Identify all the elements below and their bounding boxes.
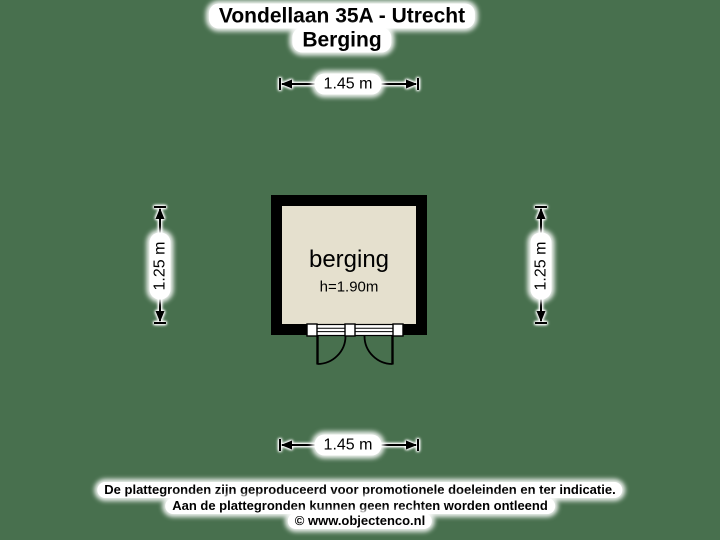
room-name-label: berging	[308, 246, 390, 273]
room-interior	[282, 206, 416, 324]
footer-copyright: © www.objectenco.nl	[287, 513, 433, 529]
room-walls	[271, 195, 427, 335]
left-dimension-label: 1.25 m	[149, 232, 171, 300]
right-dimension-label: 1.25 m	[530, 232, 552, 300]
door-leaves	[316, 335, 394, 365]
footer-disclaimer-line2: Aan de plattegronden kunnen geen rechten…	[165, 498, 555, 514]
room-ceiling-height-label: h=1.90m	[319, 278, 379, 296]
footer-disclaimer-line1: De plattegronden zijn geproduceerd voor …	[97, 482, 623, 498]
page-title-line1: Vondellaan 35A - Utrecht	[208, 3, 476, 29]
page-title-line2: Berging	[292, 27, 392, 53]
bottom-dimension-label: 1.45 m	[314, 434, 382, 456]
top-dimension-label: 1.45 m	[314, 73, 382, 95]
